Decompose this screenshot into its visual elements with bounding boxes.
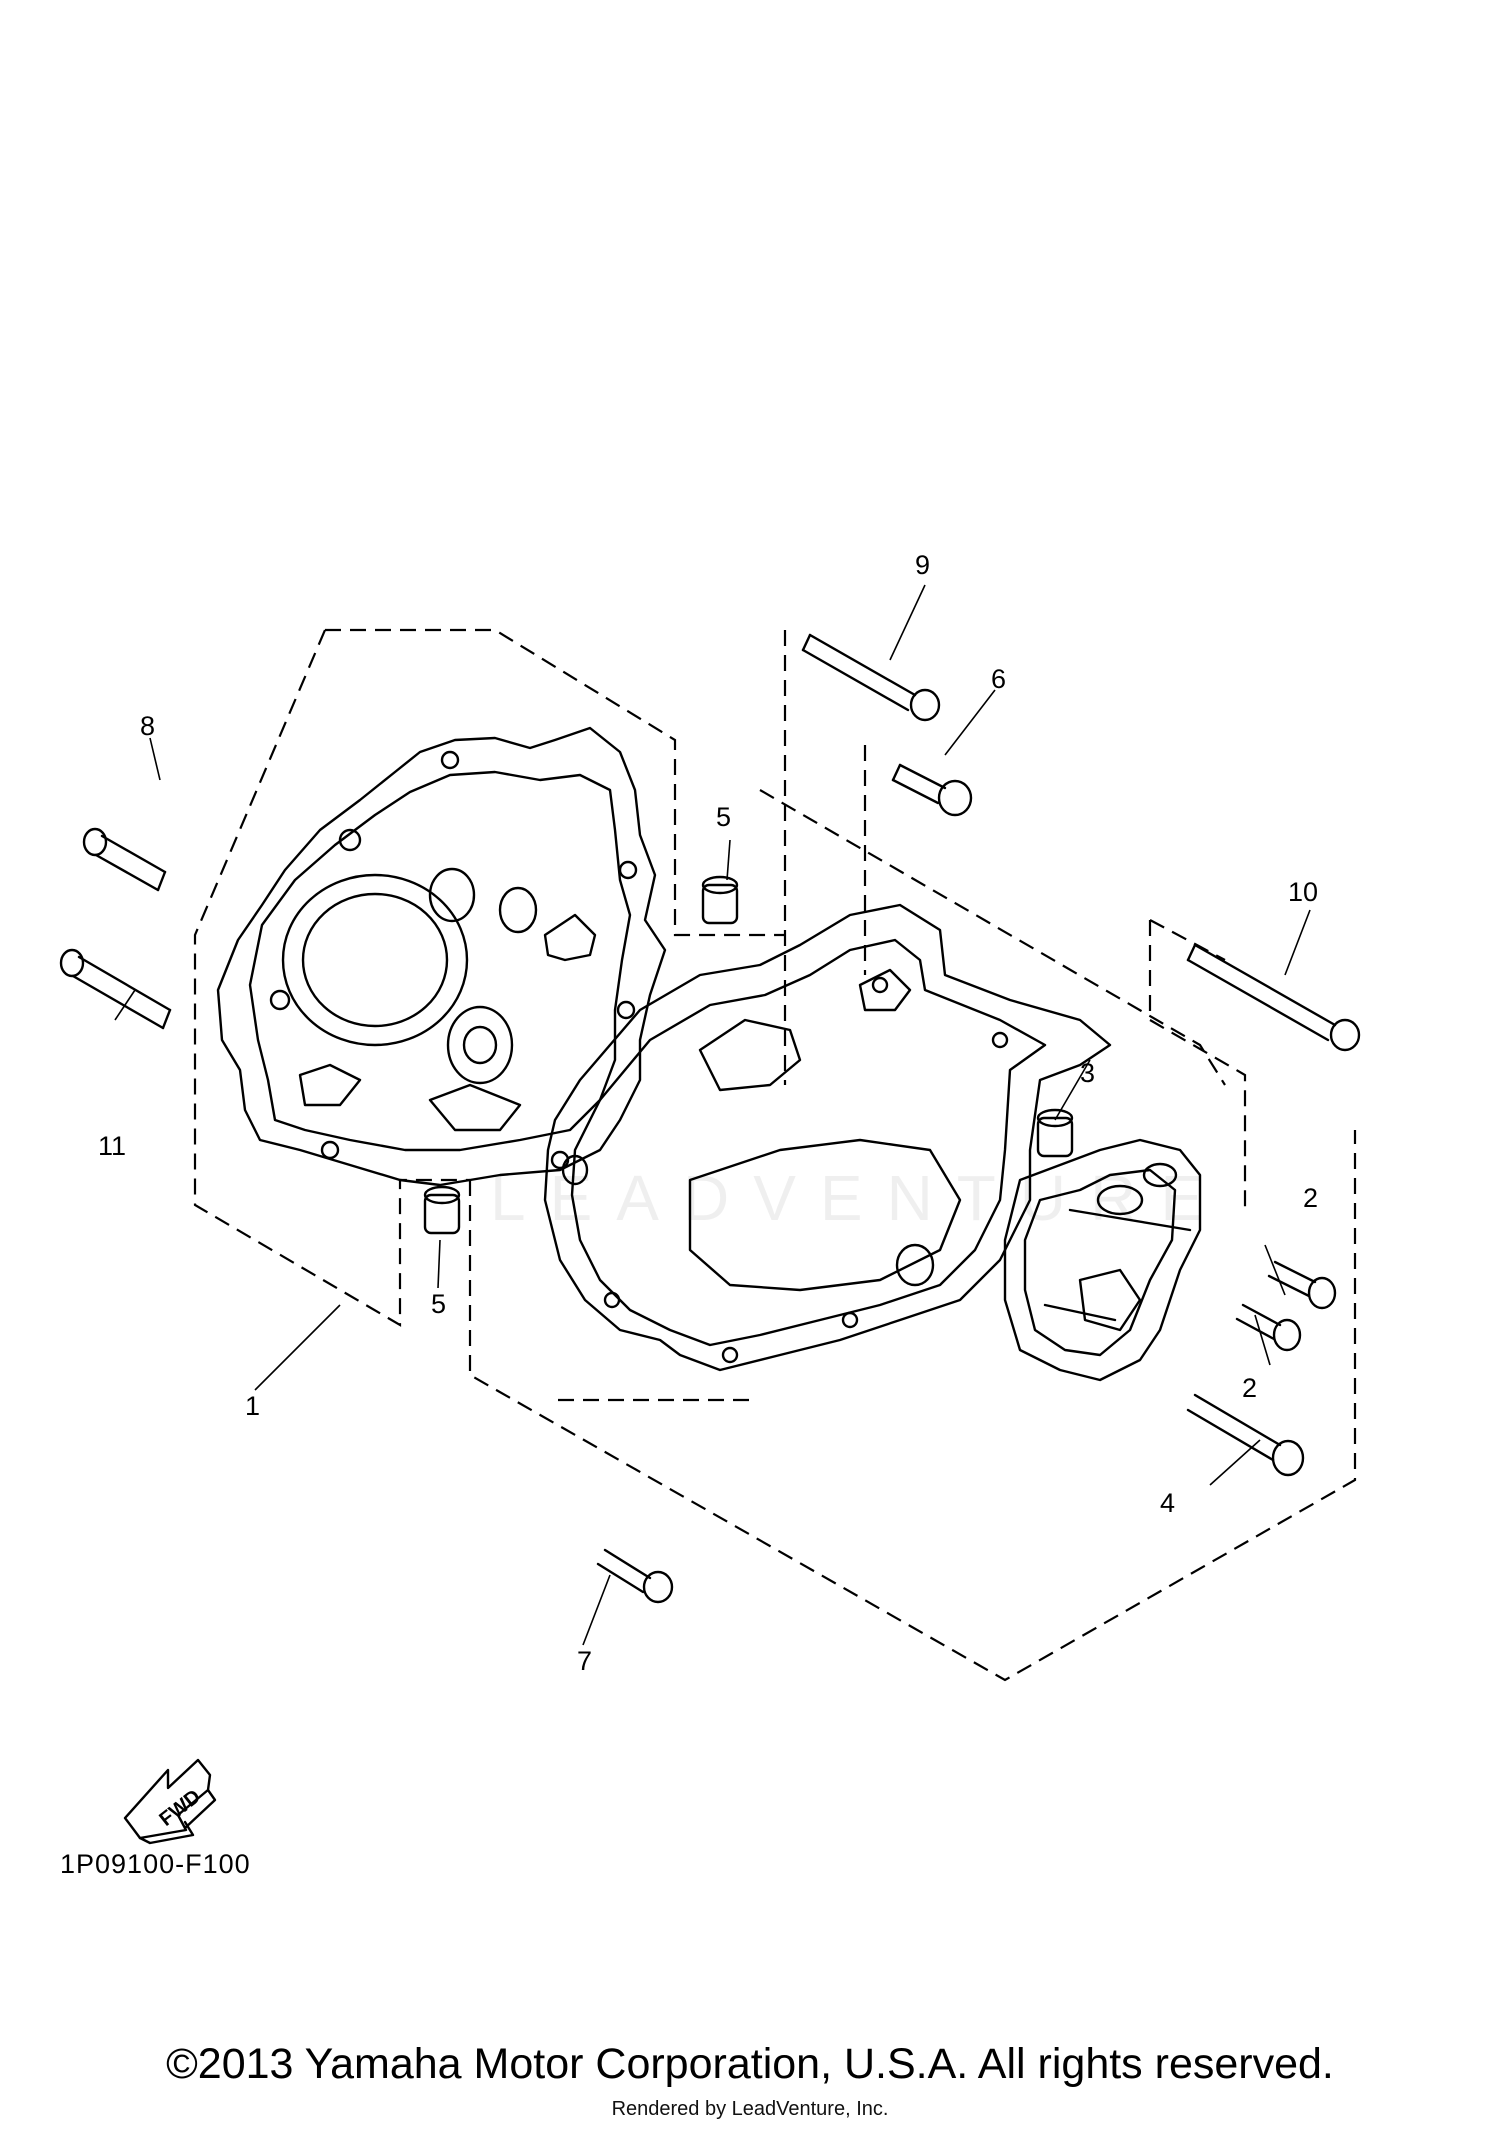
watermark: LEADVENTURE xyxy=(490,1162,1227,1234)
bolt-6 xyxy=(891,763,973,817)
bolt-9 xyxy=(801,633,941,722)
dowel-5-lower xyxy=(423,1185,461,1235)
rendered-by-notice: Rendered by LeadVenture, Inc. xyxy=(611,2098,889,2120)
callout-8: 8 xyxy=(140,711,155,741)
callout-11: 11 xyxy=(98,1131,126,1161)
callout-5-lower: 5 xyxy=(431,1289,446,1319)
right-crankcase-half xyxy=(543,903,1112,1372)
drawing-code: 1P09100-F100 xyxy=(60,1849,251,1879)
callout-labels: 1 2 2 3 4 5 5 6 7 8 9 10 11 xyxy=(98,550,1318,1676)
callout-10: 10 xyxy=(1288,877,1318,907)
callout-2-upper: 2 xyxy=(1303,1183,1318,1213)
callout-6: 6 xyxy=(991,664,1006,694)
bolt-2-lower xyxy=(1235,1303,1302,1352)
leader-lines xyxy=(114,584,1311,1646)
callout-2-lower: 2 xyxy=(1242,1373,1257,1403)
dowel-5-upper xyxy=(701,875,739,925)
bolt-7 xyxy=(596,1548,674,1604)
callout-3: 3 xyxy=(1080,1058,1095,1088)
assembly-dashed-boxes xyxy=(193,628,1357,1682)
callout-7: 7 xyxy=(577,1646,592,1676)
callout-1: 1 xyxy=(245,1391,260,1421)
bolt-11 xyxy=(59,948,172,1030)
left-crankcase-half xyxy=(216,726,667,1187)
bolt-4 xyxy=(1186,1393,1305,1477)
bolt-8 xyxy=(82,827,167,892)
bolt-2-upper xyxy=(1267,1260,1337,1310)
callout-5-upper: 5 xyxy=(716,802,731,832)
fwd-label: FWD xyxy=(155,1785,204,1830)
callout-4: 4 xyxy=(1160,1488,1175,1518)
dowel-3 xyxy=(1036,1108,1074,1158)
fasteners xyxy=(59,633,1361,1604)
side-cover-housing xyxy=(1003,1138,1202,1382)
copyright-notice: ©2013 Yamaha Motor Corporation, U.S.A. A… xyxy=(166,2040,1334,2088)
callout-9: 9 xyxy=(915,550,930,580)
fwd-arrow: FWD xyxy=(123,1758,217,1845)
bolt-10 xyxy=(1186,943,1361,1052)
